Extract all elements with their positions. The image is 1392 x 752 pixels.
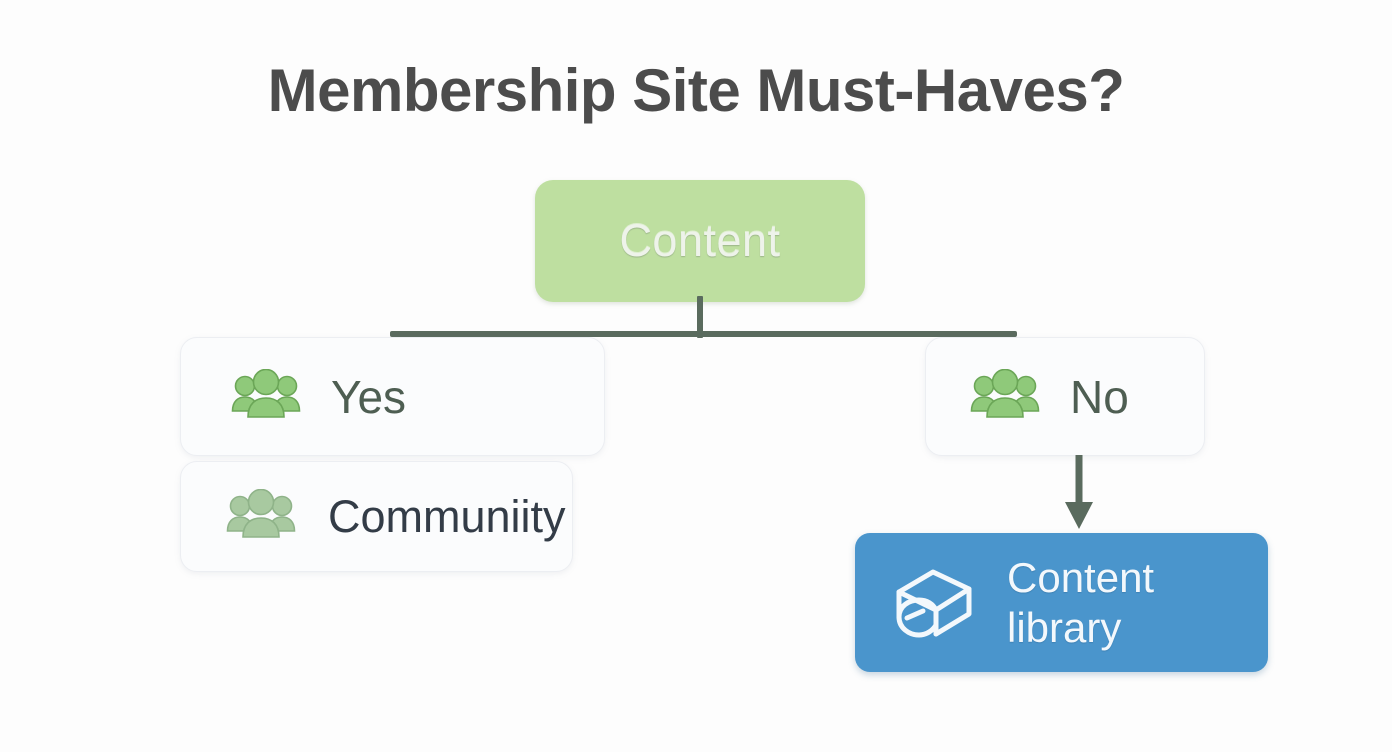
branch-card-community-label: Communiity xyxy=(328,491,566,542)
page-title: Membership Site Must-Haves? xyxy=(267,57,1125,124)
node-content-root-label: Content xyxy=(619,215,781,266)
people-group-icon xyxy=(226,488,296,538)
book-icon xyxy=(896,569,972,637)
branch-card-yes[interactable]: Yes xyxy=(180,337,605,456)
node-content-library-label: Content library xyxy=(1007,553,1154,652)
leaf-label-line2: library xyxy=(1007,603,1122,651)
branch-card-yes-label: Yes xyxy=(331,370,407,423)
people-group-icon xyxy=(231,368,301,418)
branch-card-community[interactable]: Communiity xyxy=(180,461,573,572)
branch-card-no[interactable]: No xyxy=(925,337,1205,456)
leaf-label-line1: Content xyxy=(1007,553,1155,601)
node-content-library[interactable]: Content library xyxy=(855,533,1268,672)
connector-horizontal-bar xyxy=(390,331,1017,337)
branch-card-no-label: No xyxy=(1070,370,1129,423)
connector-stem xyxy=(697,296,703,338)
node-content-root[interactable]: Content xyxy=(535,180,865,302)
arrow-down-icon xyxy=(1065,455,1093,529)
people-group-icon xyxy=(970,368,1040,418)
